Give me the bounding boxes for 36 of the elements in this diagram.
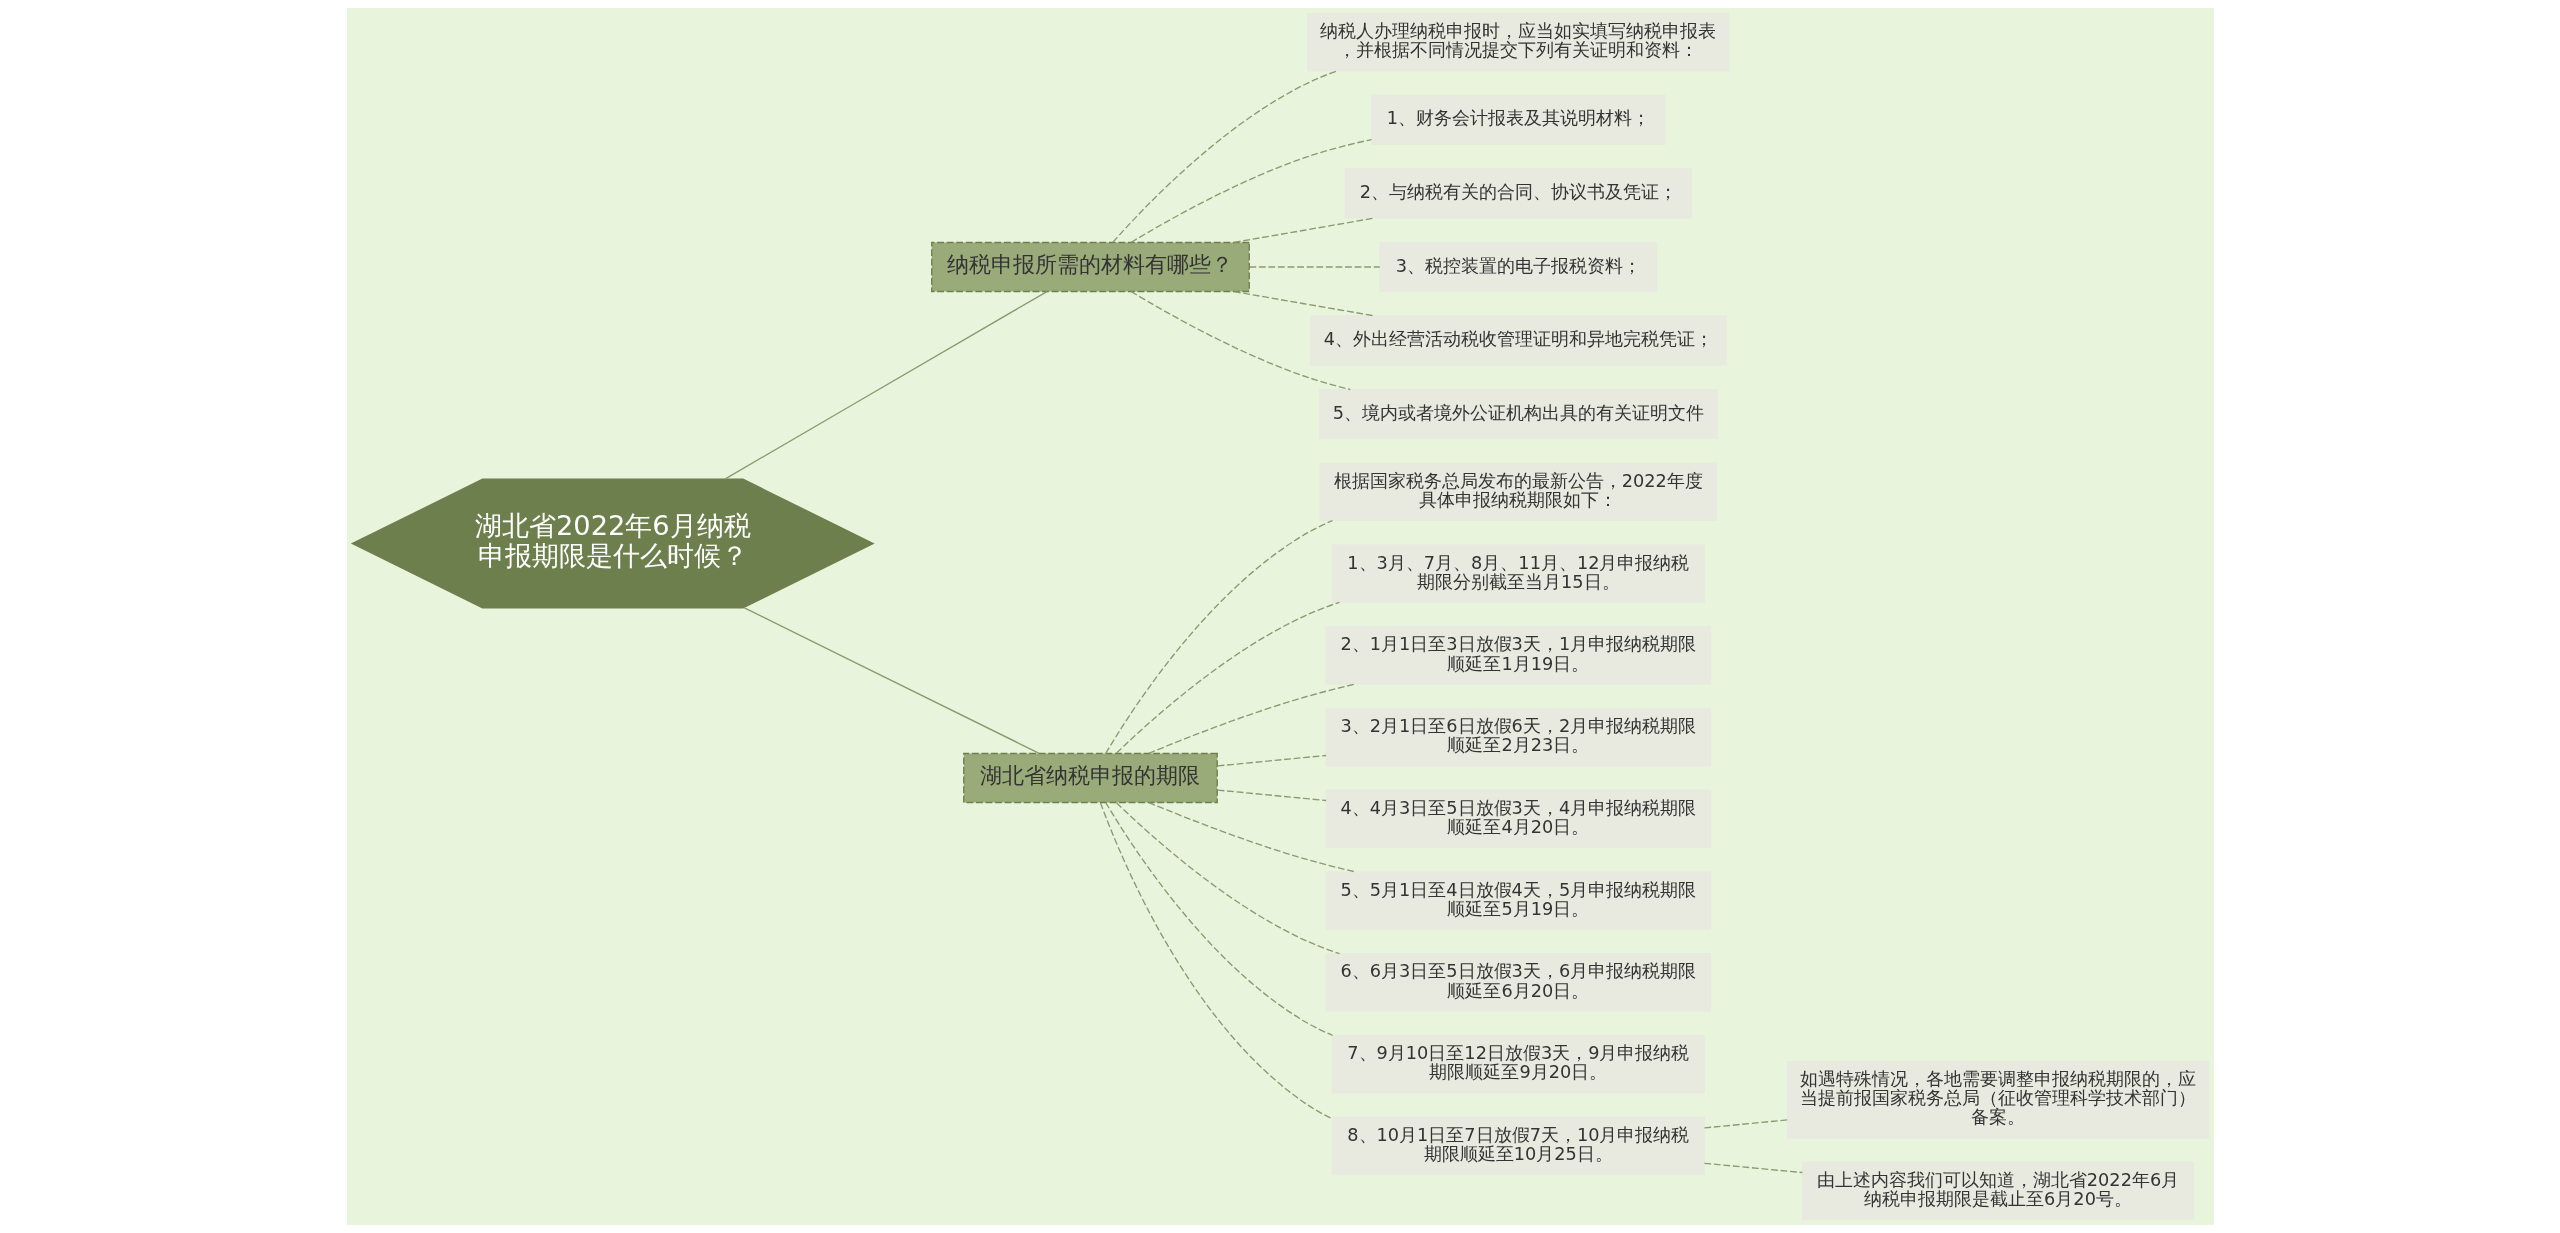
connector [1130, 291, 1351, 391]
connector [1115, 802, 1340, 955]
node-box: 5、5月1日至4日放假4天，5月申报纳税期限顺延至5月19日。 [1325, 871, 1711, 930]
node-box: 8、10月1日至7日放假7天，10月申报纳税期限顺延至10月25日。 [1331, 1116, 1705, 1176]
connector [1216, 754, 1327, 767]
node-box: 5、境内或者境外公证机构出具的有关证明文件 [1318, 388, 1718, 440]
node-box: 2、与纳税有关的合同、协议书及凭证； [1344, 168, 1692, 219]
node-box: 4、外出经营活动税收管理证明和异地完税凭证； [1309, 315, 1727, 366]
connector [1216, 789, 1327, 802]
connector [723, 290, 1048, 480]
node-box: 由上述内容我们可以知道，湖北省2022年6月纳税申报期限是截止至6月20号。 [1801, 1161, 2194, 1221]
node-box: 2、1月1日至3日放假3天，1月申报纳税期限顺延至1月19日。 [1325, 626, 1711, 685]
connector [1147, 801, 1357, 873]
connector [1130, 138, 1372, 243]
node-box: 3、税控装置的电子报税资料； [1378, 241, 1657, 293]
connector [1104, 801, 1333, 1037]
node-box: 6、6月3日至5日放假3天，6月申报纳税期限顺延至6月20日。 [1325, 953, 1711, 1012]
connector [742, 606, 1040, 754]
node-box: 1、财务会计报表及其说明材料； [1370, 94, 1666, 145]
node-box: 纳税申报所需的材料有哪些？ [930, 241, 1250, 293]
connector [1115, 601, 1340, 754]
node-box: 湖北省纳税申报的期限 [962, 752, 1218, 804]
node-box: 7、9月10日至12日放假3天，9月申报纳税期限顺延至9月20日。 [1331, 1034, 1705, 1094]
node-box: 3、2月1日至6日放假6天，2月申报纳税期限顺延至2月23日。 [1325, 707, 1711, 767]
node-box: 1、3月、7月、8月、11月、12月申报纳税期限分别截至当月15日。 [1331, 544, 1705, 603]
node-box: 根据国家税务总局发布的最新公告，2022年度具体申报纳税期限如下： [1318, 462, 1717, 522]
connector [1248, 266, 1380, 268]
node-box: 纳税人办理纳税申报时，应当如实填写纳税申报表，并根据不同情况提交下列有关证明和资料： [1306, 12, 1730, 72]
node-box: 4、4月3日至5日放假3天，4月申报纳税期限顺延至4月20日。 [1325, 789, 1711, 849]
node-box: 如遇特殊情况，各地需要调整申报纳税期限的，应当提前报国家税务总局（征收管理科学技术部门）备案。 [1786, 1060, 2209, 1139]
connector [1147, 683, 1357, 755]
connector [1099, 802, 1333, 1120]
connector [1111, 70, 1338, 243]
connector [1703, 1162, 1803, 1174]
connector [1104, 519, 1333, 755]
connector [1703, 1119, 1788, 1129]
